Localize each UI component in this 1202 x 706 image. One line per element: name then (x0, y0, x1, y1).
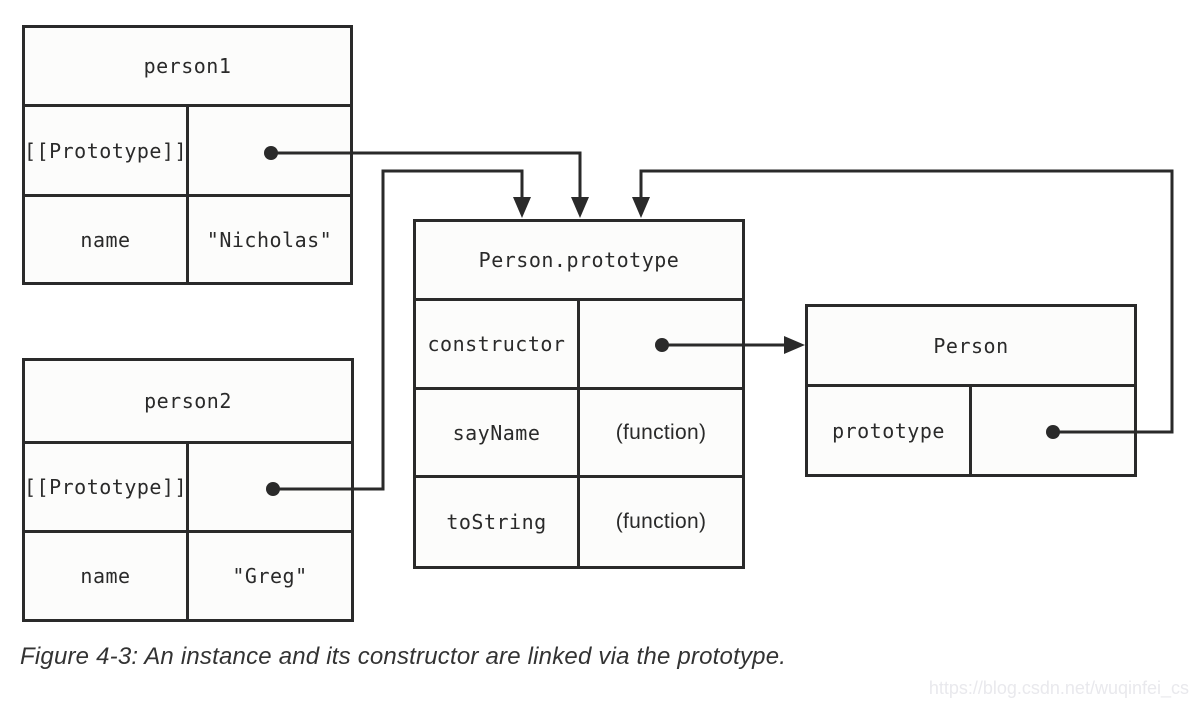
arrowhead-right-icon (784, 336, 805, 354)
sayname-key: sayName (416, 390, 580, 475)
constructor-row: constructor (416, 301, 742, 390)
tostring-row: toString (function) (416, 478, 742, 566)
person2-name-row: name "Greg" (25, 533, 351, 619)
person1-prototype-value (189, 107, 350, 194)
watermark-text: https://blog.csdn.net/wuqinfei_cs (928, 678, 1189, 698)
person1-name-value: "Nicholas" (206, 227, 333, 252)
person2-prototype-key: [[Prototype]] (24, 444, 189, 530)
constructor-key: constructor (416, 301, 580, 387)
tostring-value: (function) (615, 510, 707, 533)
person1-prototype-key: [[Prototype]] (24, 107, 189, 194)
person-prototype-prop-value (972, 387, 1134, 474)
sayname-row: sayName (function) (416, 390, 742, 478)
person2-name-value: "Greg" (232, 564, 308, 588)
person-prototype-box: Person.prototype constructor sayName (fu… (413, 219, 745, 569)
figure-caption: Figure 4-3: An instance and its construc… (20, 643, 787, 670)
arrowhead-down-icon (513, 197, 531, 218)
person2-title: person2 (25, 361, 351, 444)
constructor-value (580, 301, 742, 387)
person-prototype-prop-key: prototype (808, 387, 972, 474)
person-prototype-title: Person.prototype (416, 222, 742, 301)
person2-prototype-row: [[Prototype]] (24, 444, 351, 533)
person2-prototype-value (189, 444, 351, 530)
person1-prototype-row: [[Prototype]] (24, 107, 350, 197)
sayname-value: (function) (615, 420, 707, 444)
tostring-key: toString (416, 478, 580, 566)
person-prototype-prop-row: prototype (808, 387, 1134, 474)
arrowhead-down-icon (632, 197, 650, 218)
person-title: Person (808, 307, 1134, 387)
person2-name-key: name (25, 533, 189, 619)
person1-title: person1 (25, 28, 350, 107)
arrowhead-down-icon (571, 197, 589, 218)
person1-name-row: name "Nicholas" (25, 197, 350, 282)
person-box: Person prototype (805, 304, 1137, 477)
person1-box: person1 [[Prototype]] name "Nicholas" (22, 25, 353, 285)
person2-box: person2 [[Prototype]] name "Greg" (22, 358, 354, 622)
person1-name-key: name (25, 197, 189, 282)
